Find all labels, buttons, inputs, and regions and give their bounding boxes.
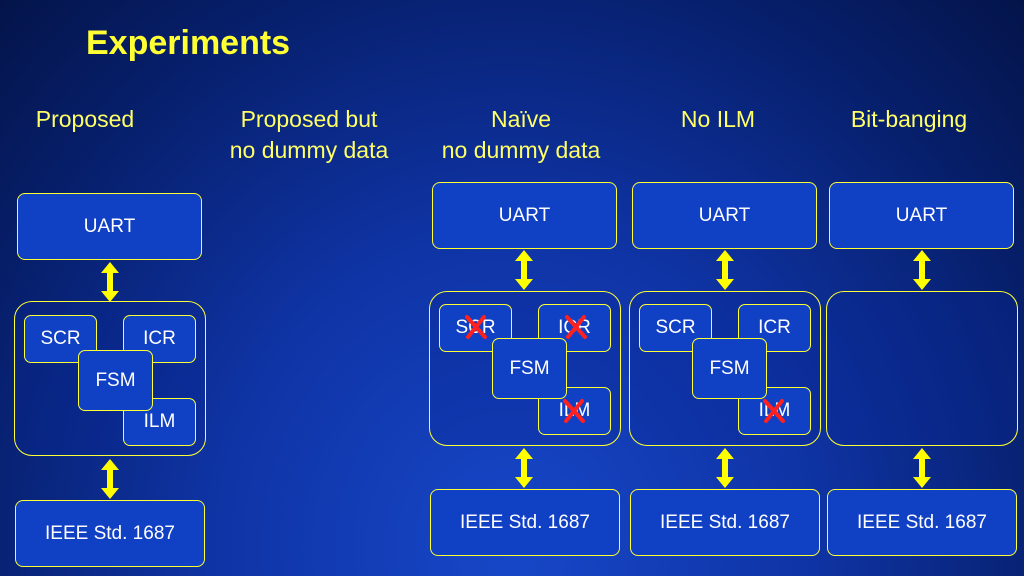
column-header-bit-banging: Bit-banging: [850, 106, 968, 132]
double-arrow-icon: [515, 448, 533, 488]
uart-block: UART: [632, 182, 817, 249]
double-arrow-icon: [101, 459, 119, 499]
cross-icon: [465, 315, 487, 339]
double-arrow-icon: [515, 250, 533, 290]
empty-controller-container: [826, 291, 1018, 446]
column-header-naive-no-dummy: Naïve no dummy data: [441, 106, 601, 163]
column-header-proposed-no-dummy: Proposed but no dummy data: [229, 106, 389, 163]
page-title: Experiments: [86, 24, 291, 62]
cross-icon: [565, 315, 587, 339]
double-arrow-icon: [716, 250, 734, 290]
fsm-block: FSM: [78, 350, 153, 411]
double-arrow-icon: [913, 448, 931, 488]
column-header-no-ilm: No ILM: [680, 106, 756, 132]
scr-block: SCR: [24, 315, 97, 363]
double-arrow-icon: [101, 262, 119, 302]
cross-icon: [563, 399, 585, 423]
fsm-block: FSM: [692, 338, 767, 399]
ieee-block: IEEE Std. 1687: [430, 489, 620, 556]
uart-block: UART: [432, 182, 617, 249]
uart-block: UART: [17, 193, 202, 260]
fsm-block: FSM: [492, 338, 567, 399]
double-arrow-icon: [913, 250, 931, 290]
uart-block: UART: [829, 182, 1014, 249]
cross-icon: [763, 399, 785, 423]
double-arrow-icon: [716, 448, 734, 488]
ieee-block: IEEE Std. 1687: [827, 489, 1017, 556]
ieee-block: IEEE Std. 1687: [630, 489, 820, 556]
ieee-block: IEEE Std. 1687: [15, 500, 205, 567]
icr-block: ICR: [738, 304, 811, 352]
column-header-proposed: Proposed: [35, 106, 135, 132]
